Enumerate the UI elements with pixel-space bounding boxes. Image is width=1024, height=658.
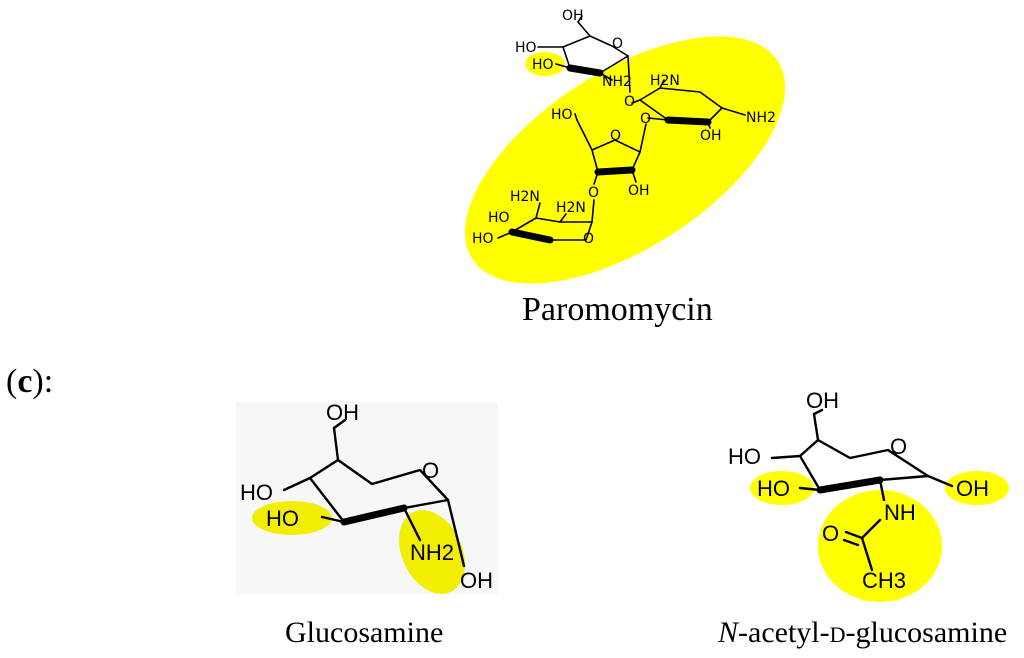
- atom-label: HO: [757, 476, 790, 501]
- atom-label: HO: [266, 506, 299, 531]
- glucosamine-highlight-ho: [252, 501, 332, 535]
- ring-d-bond: [591, 199, 595, 223]
- atom-label: O: [624, 94, 635, 110]
- atom-label: O: [640, 111, 651, 127]
- nag-structure: OH O HO HO OH NH O CH3 N-acetyl-D-glucos…: [717, 388, 1009, 649]
- atom-label: HO: [240, 480, 273, 505]
- ring-c-bond: [574, 113, 578, 121]
- ring-d-bond: [535, 202, 541, 219]
- ring-a-bond: [627, 55, 631, 93]
- glucosamine-bond: [282, 476, 312, 492]
- nag-highlight-oh: [945, 471, 1009, 505]
- atom-label: NH2: [410, 540, 454, 565]
- atom-label: HO: [488, 210, 510, 226]
- nag-bond: [842, 538, 860, 547]
- nag-highlight-ho: [750, 471, 814, 505]
- nag-bond: [878, 478, 886, 502]
- panel-label: (c):: [6, 363, 53, 400]
- glucosamine-bond: [402, 506, 422, 542]
- nag-bond: [812, 408, 824, 416]
- nag-bond: [812, 412, 820, 442]
- atom-label: OH: [460, 568, 493, 593]
- atom-label: OH: [700, 128, 722, 144]
- atom-label: NH2: [602, 74, 632, 90]
- nag-bond: [926, 474, 954, 488]
- ring-b-bond: [647, 117, 669, 121]
- atom-label: OH: [326, 400, 359, 425]
- paromomycin-caption: Paromomycin: [522, 291, 713, 328]
- nag-bond: [860, 518, 882, 540]
- atom-label: O: [612, 36, 623, 52]
- ring-b-bond: [707, 121, 711, 129]
- ring-d-wedge: [508, 228, 554, 244]
- atom-label: OH: [956, 476, 989, 501]
- glucosamine-bond: [446, 498, 466, 568]
- ring-d-bond: [559, 213, 567, 223]
- glucosamine-wedge: [340, 504, 408, 526]
- ring-b-bond: [631, 99, 641, 104]
- paromomycin-highlight-large: [465, 36, 785, 284]
- nag-bond: [860, 536, 874, 572]
- atom-label: CH3: [862, 568, 906, 593]
- ring-a-bond: [555, 63, 571, 69]
- atom-label: H2N: [556, 200, 586, 216]
- ring-a-bond: [599, 72, 613, 81]
- ring-c-bond: [593, 171, 599, 185]
- atom-label: NH: [884, 500, 916, 525]
- nag-bond: [770, 454, 802, 460]
- ring-c-bond: [639, 123, 647, 153]
- glucosamine-bond: [332, 418, 347, 430]
- atom-label: H2N: [650, 73, 680, 89]
- atom-label: HO: [728, 444, 761, 469]
- ring-c-wedge: [594, 166, 636, 176]
- nag-bond: [844, 530, 864, 540]
- glucosamine-structure: OH O HO HO NH2 OH Glucosamine: [236, 400, 498, 649]
- ring-b-bond: [659, 79, 665, 89]
- nag-highlight-nhac: [818, 490, 942, 602]
- paromomycin-structure: OH HO HO NH2 O O H2N NH2 OH O HO O OH O: [465, 8, 785, 328]
- atom-label: O: [583, 231, 594, 247]
- atom-label: O: [588, 185, 599, 201]
- atom-label: H2N: [510, 189, 540, 205]
- atom-label: OH: [806, 388, 839, 413]
- nag-wedge: [816, 476, 884, 494]
- glucosamine-caption: Glucosamine: [285, 616, 443, 649]
- atom-label: HO: [515, 40, 537, 56]
- paromomycin-highlight-ho: [525, 52, 565, 76]
- ring-a-bond: [577, 21, 591, 37]
- ring-c-bond: [576, 119, 593, 151]
- glucosamine-bond: [332, 426, 340, 462]
- atom-label: HO: [472, 231, 494, 247]
- atom-label: HO: [532, 57, 554, 73]
- atom-label: OH: [562, 8, 584, 24]
- atom-label: OH: [628, 183, 650, 199]
- ring-a-wedge: [566, 64, 604, 77]
- ring-a-bond: [577, 15, 583, 23]
- atom-label: O: [610, 128, 621, 144]
- nag-bond: [798, 486, 822, 492]
- atom-label: HO: [551, 107, 573, 123]
- glucosamine-bond: [320, 515, 346, 524]
- ring-d-bond: [497, 231, 513, 239]
- ring-c-bond: [631, 169, 637, 183]
- paromomycin-highlight-nh2: [599, 68, 631, 88]
- atom-label: O: [422, 458, 439, 483]
- nag-caption: N-acetyl-D-glucosamine: [717, 616, 1007, 649]
- ring-b-wedge: [664, 116, 712, 126]
- atom-label: NH2: [746, 110, 776, 126]
- ring-b-bond: [721, 107, 746, 116]
- atom-label: O: [822, 521, 839, 546]
- atom-label: O: [890, 434, 907, 459]
